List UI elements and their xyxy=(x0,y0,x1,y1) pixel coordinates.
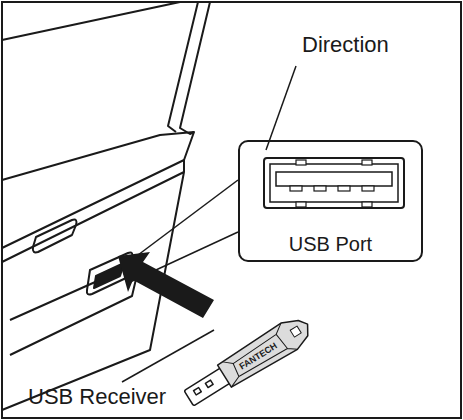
laptop xyxy=(2,2,210,410)
inset-box: USB Port xyxy=(238,140,423,262)
port-shell xyxy=(264,158,404,208)
lid-back xyxy=(180,2,210,134)
inset-leader xyxy=(134,180,238,258)
direction-leader xyxy=(266,66,296,150)
port-tongue xyxy=(276,172,392,186)
plug-hole xyxy=(194,388,202,395)
direction-label: Direction xyxy=(302,32,389,57)
receiver-body xyxy=(217,311,317,389)
base-top xyxy=(2,132,194,180)
port-label: USB Port xyxy=(289,233,372,256)
side-port xyxy=(33,220,77,253)
receiver-led xyxy=(290,326,301,337)
plug-hole xyxy=(205,380,213,387)
usb-port-detail xyxy=(264,158,404,208)
usb-receiver xyxy=(181,311,316,411)
base-front-edge xyxy=(2,160,184,248)
insert-arrow xyxy=(118,252,214,318)
receiver-label: USB Receiver xyxy=(28,384,166,409)
lid-edge xyxy=(2,2,180,40)
side-recess xyxy=(10,262,140,355)
body-facets xyxy=(217,323,298,390)
usb-port-tongue xyxy=(94,263,124,288)
receiver-leader xyxy=(122,330,214,382)
port-inner xyxy=(270,164,398,202)
contacts xyxy=(290,160,374,207)
